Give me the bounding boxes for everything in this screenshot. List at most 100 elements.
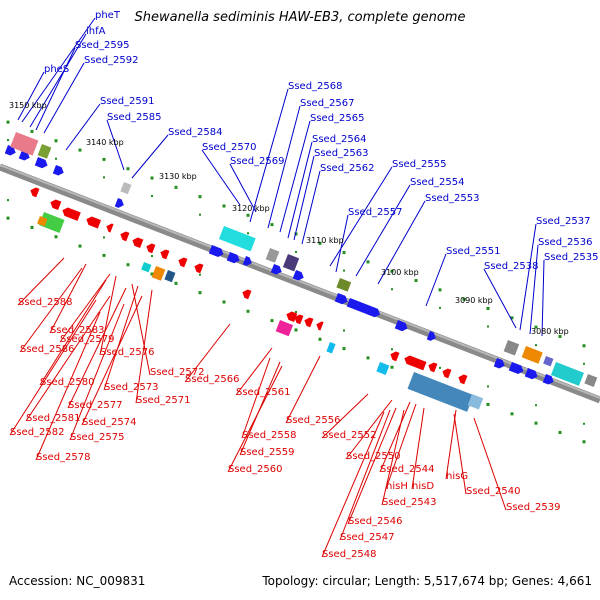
forward-gene-arrow: [242, 256, 252, 266]
functional-block: [141, 262, 152, 273]
label-connector: [347, 407, 397, 525]
inner-minor-tick: [151, 255, 153, 258]
forward-gene-label: Ssed_2557: [348, 207, 403, 218]
functional-block: [584, 374, 598, 387]
outer-tick-mark: [6, 120, 10, 124]
inner-tick-mark: [294, 328, 298, 332]
label-connector: [267, 105, 301, 229]
reverse-gene-label: Ssed_2575: [70, 432, 125, 443]
label-connector: [59, 273, 111, 343]
reverse-gene-label: Ssed_2547: [340, 532, 395, 543]
forward-gene-arrow: [34, 157, 48, 169]
reverse-gene-label: Ssed_2550: [346, 451, 401, 462]
reverse-gene-label: Ssed_2576: [100, 347, 155, 358]
forward-gene-arrow: [114, 198, 124, 208]
reverse-gene-arrow: [390, 351, 400, 362]
forward-gene-label: Ssed_2595: [75, 40, 130, 51]
label-connector: [65, 103, 101, 151]
inner-tick-mark: [510, 412, 514, 416]
label-connector: [321, 393, 369, 439]
inner-minor-tick: [103, 236, 105, 239]
functional-block: [10, 132, 39, 156]
reverse-gene-arrow: [458, 374, 468, 385]
inner-tick-mark: [174, 281, 178, 285]
forward-gene-label: Ssed_2553: [425, 193, 480, 204]
label-connector: [241, 357, 271, 439]
inner-tick-mark: [366, 356, 370, 360]
reverse-gene-label: Ssed_2588: [18, 297, 73, 308]
label-connector: [293, 155, 315, 241]
functional-block: [503, 340, 520, 356]
outer-tick-mark: [174, 185, 178, 189]
functional-block: [326, 342, 336, 354]
label-connector: [19, 267, 83, 353]
label-connector: [381, 409, 405, 506]
reverse-gene-label: Ssed_2573: [104, 382, 159, 393]
forward-gene-label: Ssed_2591: [100, 96, 155, 107]
feature-layer: [4, 132, 598, 412]
inner-tick-mark: [150, 272, 154, 276]
outer-minor-tick: [151, 195, 153, 198]
label-connector: [301, 170, 321, 245]
scale-label: 3100 kbp: [381, 268, 419, 277]
label-connector: [35, 47, 76, 131]
outer-minor-tick: [583, 362, 585, 365]
inner-tick-mark: [30, 225, 34, 229]
accession-text: Accession: NC_009831: [9, 574, 146, 588]
inner-minor-tick: [199, 273, 201, 276]
forward-gene-label: Ssed_2584: [168, 127, 223, 138]
label-connector-layer: [9, 17, 545, 558]
outer-minor-tick: [487, 325, 489, 328]
forward-gene-arrow: [394, 320, 408, 332]
scale-label: 3090 kbp: [455, 296, 493, 305]
outer-tick-mark: [222, 204, 226, 208]
functional-block: [120, 181, 132, 195]
reverse-gene-arrow: [304, 317, 314, 328]
reverse-gene-label: Ssed_2581: [26, 413, 81, 424]
label-connector: [335, 214, 349, 273]
reverse-gene-arrow: [178, 257, 188, 268]
outer-tick-mark: [150, 176, 154, 180]
reverse-gene-label: Ssed_2586: [20, 344, 75, 355]
forward-gene-label: Ssed_2536: [538, 237, 593, 248]
reverse-gene-arrow: [132, 237, 144, 249]
label-connector: [385, 403, 417, 490]
label-connector: [287, 141, 313, 239]
reverse-gene-label: Ssed_2539: [506, 502, 561, 513]
label-connector: [411, 407, 425, 490]
reverse-gene-label: Ssed_2577: [68, 400, 123, 411]
inner-minor-tick: [583, 422, 585, 425]
label-connector: [529, 244, 539, 335]
functional-block: [151, 266, 166, 281]
forward-gene-arrow: [208, 245, 224, 258]
label-connector: [425, 253, 447, 307]
label-connector: [345, 399, 393, 460]
reverse-gene-label: Ssed_2572: [150, 367, 205, 378]
reverse-gene-arrow: [404, 355, 427, 371]
outer-tick-mark: [54, 139, 58, 143]
outer-minor-tick: [103, 176, 105, 179]
reverse-gene-label: Ssed_2566: [185, 374, 240, 385]
inner-tick-mark: [6, 216, 10, 220]
inner-minor-tick: [7, 199, 9, 202]
forward-gene-label: Ssed_2538: [484, 261, 539, 272]
reverse-gene-arrow: [106, 223, 114, 233]
label-connector: [184, 323, 231, 383]
outer-tick-mark: [102, 157, 106, 161]
inner-tick-mark: [390, 365, 394, 369]
reverse-gene-arrow: [146, 243, 156, 254]
outer-minor-tick: [535, 344, 537, 347]
inner-minor-tick: [343, 329, 345, 332]
reverse-gene-arrow: [286, 311, 298, 323]
reverse-gene-arrow: [86, 216, 102, 229]
functional-block: [275, 320, 294, 337]
label-connector: [17, 257, 65, 306]
functional-block: [407, 372, 474, 412]
scale-label: 3150 kbp: [9, 101, 47, 110]
label-connector: [519, 223, 537, 331]
inner-tick-mark: [534, 421, 538, 425]
reverse-gene-label: Ssed_2558: [242, 430, 297, 441]
reverse-gene-arrow: [50, 199, 62, 211]
reverse-gene-arrow: [160, 249, 170, 260]
